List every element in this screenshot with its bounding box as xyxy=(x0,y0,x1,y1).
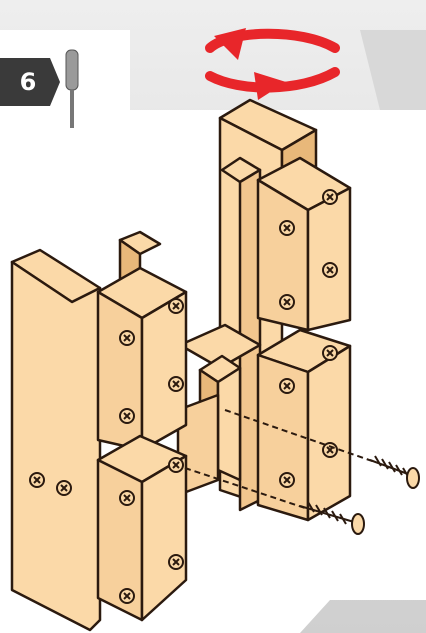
step-number: 6 xyxy=(8,64,48,100)
right-post-upper-block xyxy=(258,158,350,330)
right-post-lower-block xyxy=(258,330,350,520)
left-post-upper-block xyxy=(98,268,186,450)
